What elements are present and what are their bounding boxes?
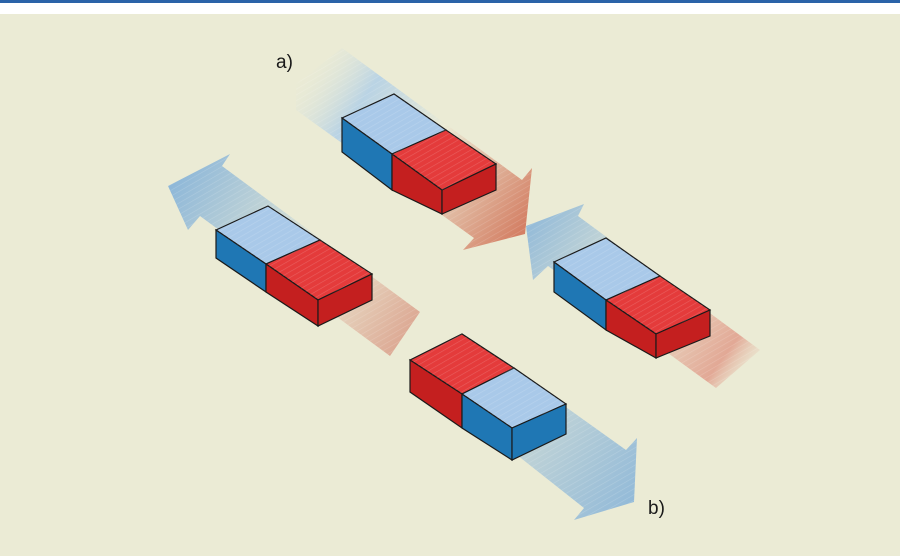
top-rule: [0, 0, 900, 3]
magnet-b-left: [214, 205, 374, 328]
label-b: b): [648, 498, 665, 519]
label-a: a): [276, 52, 293, 73]
diagram-panel: [0, 14, 900, 556]
magnet-a: [340, 93, 498, 215]
magnet-right: [552, 237, 712, 360]
magnet-b-right: [408, 333, 568, 462]
